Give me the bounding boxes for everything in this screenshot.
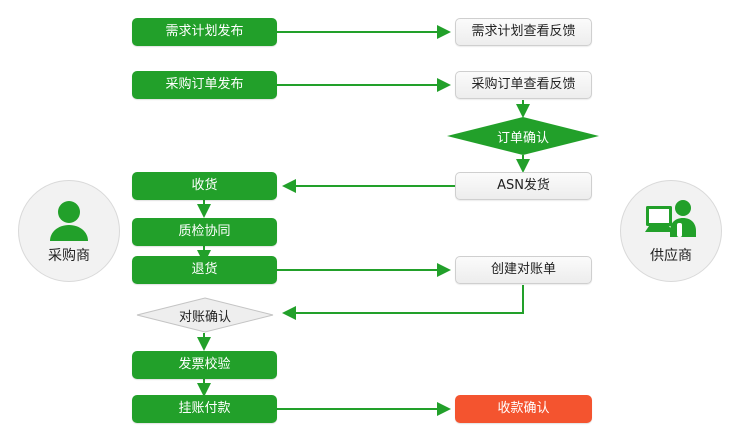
node-demand-plan-publish[interactable]: 需求计划发布 (132, 18, 277, 46)
actor-supplier[interactable]: 供应商 (620, 180, 722, 282)
statement-confirm-shape (136, 297, 274, 333)
node-receive[interactable]: 收货 (132, 172, 277, 200)
node-statement-confirm[interactable]: 对账确认 (136, 297, 274, 333)
order-confirm-shape (447, 117, 599, 155)
node-order-confirm-label: 订单确认 (496, 130, 549, 146)
node-invoice-check[interactable]: 发票校验 (132, 351, 277, 379)
node-demand-plan-feedback[interactable]: 需求计划查看反馈 (455, 18, 592, 46)
actor-buyer-label: 采购商 (48, 248, 90, 264)
node-receipt-confirm[interactable]: 收款确认 (455, 395, 592, 423)
node-po-feedback[interactable]: 采购订单查看反馈 (455, 71, 592, 99)
node-quality-collaboration[interactable]: 质检协同 (132, 218, 277, 246)
user-at-computer-icon (644, 197, 698, 243)
user-avatar-icon (42, 197, 96, 243)
node-po-publish[interactable]: 采购订单发布 (132, 71, 277, 99)
node-return-goods[interactable]: 退货 (132, 256, 277, 284)
actor-supplier-label: 供应商 (650, 248, 692, 264)
node-asn-ship[interactable]: ASN发货 (455, 172, 592, 200)
connector-statement-to-confirm (282, 285, 524, 320)
node-create-statement[interactable]: 创建对账单 (455, 256, 592, 284)
actor-buyer[interactable]: 采购商 (18, 180, 120, 282)
node-statement-confirm-label: 对账确认 (178, 309, 231, 325)
node-order-confirm[interactable]: 订单确认 (447, 117, 599, 155)
node-payable-payment[interactable]: 挂账付款 (132, 395, 277, 423)
